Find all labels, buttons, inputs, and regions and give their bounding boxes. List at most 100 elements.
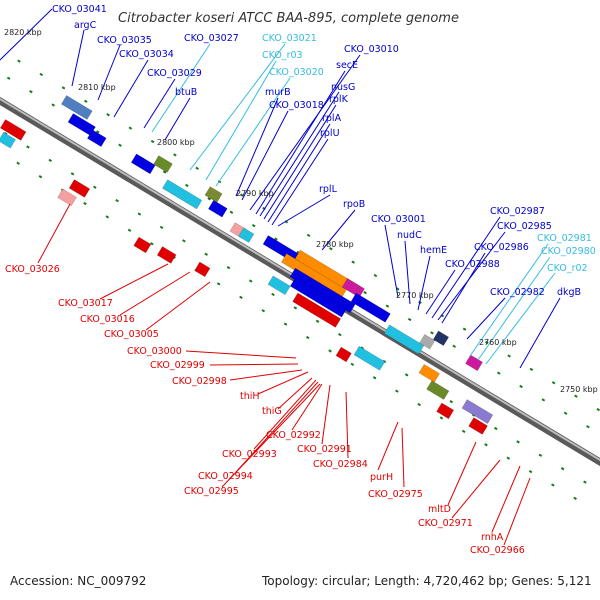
gene-label-rplU[interactable]: rplU bbox=[320, 128, 340, 139]
gene-label-CKO_03010[interactable]: CKO_03010 bbox=[344, 44, 399, 55]
gene-feature[interactable] bbox=[162, 179, 203, 210]
gene-label-CKO_r03[interactable]: CKO_r03 bbox=[262, 50, 303, 61]
gene-feature[interactable] bbox=[461, 399, 494, 424]
gene-label-CKO_02993[interactable]: CKO_02993 bbox=[222, 449, 277, 460]
gene-feature[interactable] bbox=[87, 129, 107, 148]
gene-feature[interactable] bbox=[426, 380, 450, 400]
gene-label-nusG[interactable]: nusG bbox=[331, 82, 355, 93]
gene-label-CKO_03034[interactable]: CKO_03034 bbox=[119, 49, 174, 60]
scale-tick bbox=[541, 398, 546, 402]
gene-label-rpoB[interactable]: rpoB bbox=[343, 199, 365, 210]
label-leader-line bbox=[417, 255, 431, 311]
gene-feature[interactable] bbox=[208, 199, 228, 218]
scale-tick bbox=[137, 212, 142, 216]
scale-label-2750: 2750 kbp bbox=[560, 385, 598, 394]
gene-label-CKO_02987[interactable]: CKO_02987 bbox=[490, 206, 545, 217]
gene-feature[interactable] bbox=[68, 179, 91, 198]
scale-tick bbox=[127, 228, 132, 232]
gene-feature[interactable] bbox=[292, 292, 341, 328]
gene-feature[interactable] bbox=[350, 292, 391, 323]
gene-label-CKO_02991[interactable]: CKO_02991 bbox=[297, 444, 352, 455]
gene-label-CKO_02984[interactable]: CKO_02984 bbox=[313, 459, 368, 470]
gene-feature[interactable] bbox=[384, 324, 425, 355]
gene-label-CKO_03005[interactable]: CKO_03005 bbox=[104, 329, 159, 340]
gene-label-CKO_02966[interactable]: CKO_02966 bbox=[470, 545, 525, 556]
gene-label-murB[interactable]: murB bbox=[265, 87, 291, 98]
gene-feature[interactable] bbox=[289, 277, 348, 318]
gene-label-CKO_02992[interactable]: CKO_02992 bbox=[266, 430, 321, 441]
gene-feature[interactable] bbox=[267, 275, 291, 296]
label-leader-line bbox=[209, 363, 299, 366]
gene-label-CKO_03027[interactable]: CKO_03027 bbox=[184, 33, 239, 44]
gene-feature[interactable] bbox=[353, 345, 386, 371]
gene-feature[interactable] bbox=[341, 278, 365, 298]
gene-label-thiG[interactable]: thiG bbox=[262, 406, 282, 417]
gene-feature[interactable] bbox=[61, 95, 93, 120]
gene-label-CKO_02985[interactable]: CKO_02985 bbox=[497, 221, 552, 232]
gene-label-CKO_03001[interactable]: CKO_03001 bbox=[371, 214, 426, 225]
gene-feature[interactable] bbox=[194, 261, 211, 278]
gene-feature[interactable] bbox=[133, 236, 152, 254]
gene-label-CKO_03018[interactable]: CKO_03018 bbox=[269, 100, 324, 111]
gene-feature[interactable] bbox=[0, 119, 27, 141]
gene-feature[interactable] bbox=[204, 186, 223, 203]
gene-label-btuB[interactable]: btuB bbox=[175, 87, 197, 98]
gene-label-rplL[interactable]: rplL bbox=[319, 184, 338, 195]
gene-label-CKO_02975[interactable]: CKO_02975 bbox=[368, 489, 423, 500]
scale-tick bbox=[329, 247, 333, 251]
gene-label-rnhA[interactable]: rnhA bbox=[481, 532, 504, 543]
gene-label-purH[interactable]: purH bbox=[370, 472, 393, 483]
gene-feature[interactable] bbox=[432, 330, 450, 347]
gene-feature[interactable] bbox=[238, 227, 255, 243]
gene-feature[interactable] bbox=[0, 131, 16, 149]
gene-label-CKO_02986[interactable]: CKO_02986 bbox=[474, 242, 529, 253]
gene-label-CKO_r02[interactable]: CKO_r02 bbox=[547, 263, 588, 274]
gene-label-argC[interactable]: argC bbox=[74, 20, 97, 31]
label-leader-line bbox=[503, 477, 531, 546]
label-leader-line bbox=[451, 459, 501, 519]
gene-feature[interactable] bbox=[57, 188, 77, 207]
gene-label-nudC[interactable]: nudC bbox=[397, 230, 422, 241]
gene-label-mltD[interactable]: mltD bbox=[428, 504, 451, 515]
gene-label-CKO_02999[interactable]: CKO_02999 bbox=[150, 360, 205, 371]
gene-label-CKO_03035[interactable]: CKO_03035 bbox=[97, 35, 152, 46]
gene-label-CKO_03016[interactable]: CKO_03016 bbox=[80, 314, 135, 325]
label-leader-line bbox=[267, 123, 331, 223]
gene-label-CKO_03021[interactable]: CKO_03021 bbox=[262, 33, 317, 44]
gene-label-rplK[interactable]: rplK bbox=[329, 94, 349, 105]
map-title: Citrobacter koseri ATCC BAA-895, complet… bbox=[118, 11, 459, 26]
gene-label-secE[interactable]: secE bbox=[336, 60, 358, 71]
gene-feature[interactable] bbox=[468, 417, 488, 435]
gene-label-CKO_02995[interactable]: CKO_02995 bbox=[184, 486, 239, 497]
gene-label-CKO_03000[interactable]: CKO_03000 bbox=[127, 346, 182, 357]
gene-label-CKO_02982[interactable]: CKO_02982 bbox=[490, 287, 545, 298]
gene-label-CKO_02994[interactable]: CKO_02994 bbox=[198, 471, 253, 482]
gene-feature[interactable] bbox=[335, 346, 352, 363]
scale-tick bbox=[38, 175, 43, 179]
gene-label-thiH[interactable]: thiH bbox=[240, 391, 260, 402]
gene-feature[interactable] bbox=[156, 246, 177, 264]
gene-feature[interactable] bbox=[436, 402, 455, 420]
label-leader-line bbox=[241, 110, 289, 201]
gene-label-hemE[interactable]: hemE bbox=[420, 245, 447, 256]
scale-tick bbox=[159, 225, 164, 230]
gene-feature[interactable] bbox=[130, 153, 156, 175]
gene-label-dkgB[interactable]: dkgB bbox=[557, 287, 581, 298]
gene-label-CKO_03041[interactable]: CKO_03041 bbox=[52, 4, 107, 15]
gene-label-CKO_02998[interactable]: CKO_02998 bbox=[172, 376, 227, 387]
label-leader-line bbox=[491, 465, 521, 533]
gene-feature[interactable] bbox=[153, 155, 173, 173]
gene-label-rplA[interactable]: rplA bbox=[322, 113, 342, 124]
scale-tick bbox=[372, 376, 377, 380]
gene-feature[interactable] bbox=[418, 363, 440, 383]
gene-label-CKO_03029[interactable]: CKO_03029 bbox=[147, 68, 202, 79]
gene-feature[interactable] bbox=[465, 354, 483, 372]
gene-label-CKO_02971[interactable]: CKO_02971 bbox=[418, 518, 473, 529]
gene-label-CKO_02980[interactable]: CKO_02980 bbox=[541, 246, 596, 257]
gene-label-CKO_03026[interactable]: CKO_03026 bbox=[5, 264, 60, 275]
gene-label-CKO_02988[interactable]: CKO_02988 bbox=[445, 259, 500, 270]
gene-label-CKO_03017[interactable]: CKO_03017 bbox=[58, 298, 113, 309]
gene-label-CKO_02981[interactable]: CKO_02981 bbox=[537, 233, 592, 244]
gene-feature[interactable] bbox=[419, 333, 436, 350]
gene-label-CKO_03020[interactable]: CKO_03020 bbox=[269, 67, 324, 78]
